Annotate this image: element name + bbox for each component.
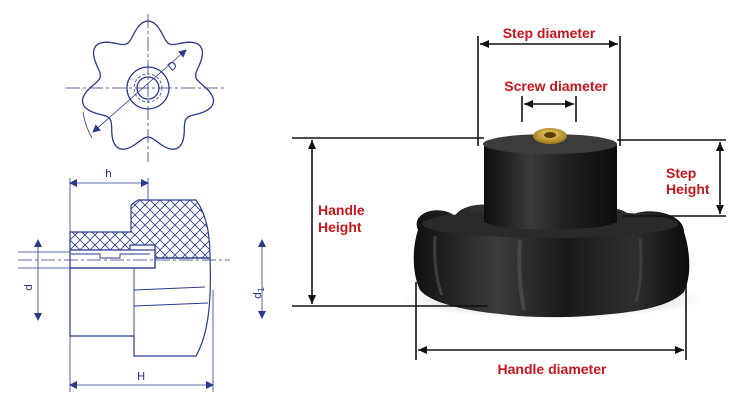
H-label: H	[137, 370, 145, 383]
d1-label-main: d	[251, 292, 264, 299]
hatched-knob-section	[69, 199, 211, 259]
handle-height-label-line2: Height	[318, 219, 362, 235]
h-label: h	[105, 167, 112, 180]
diameter-D-arc	[82, 111, 93, 139]
screw-diameter-label: Screw diameter	[504, 78, 608, 94]
knob-lobe-highlight-2	[517, 239, 526, 311]
brass-insert-bore	[544, 132, 556, 138]
diameter-D-dimension-line	[92, 49, 187, 133]
d1-label-sub: 1	[257, 287, 266, 292]
step-height-label-line1: Step	[666, 165, 696, 181]
side-section-drawing	[18, 178, 266, 392]
top-view-drawing	[66, 14, 226, 162]
step-diameter-label: Step diameter	[503, 25, 596, 41]
star-knob-photo	[402, 128, 702, 318]
diameter-D-label: D	[165, 59, 180, 74]
handle-diameter-label: Handle diameter	[498, 361, 607, 377]
lobe-line-1	[133, 286, 206, 291]
lobe-line-2	[133, 302, 209, 307]
knob-lobe-highlight-1	[433, 235, 444, 296]
knob-lower-body	[69, 257, 211, 357]
photo-dimension-lines	[292, 36, 726, 360]
step-height-label-line2: Height	[666, 181, 710, 197]
d-label: d	[22, 284, 35, 291]
knob-lobe-highlight-3	[634, 237, 643, 303]
handle-height-label-line1: Handle	[318, 202, 365, 218]
d1-label: d1	[251, 287, 266, 299]
metal-insert	[69, 249, 156, 269]
insert-thread	[70, 253, 150, 259]
knob-step-cylinder	[484, 145, 617, 230]
